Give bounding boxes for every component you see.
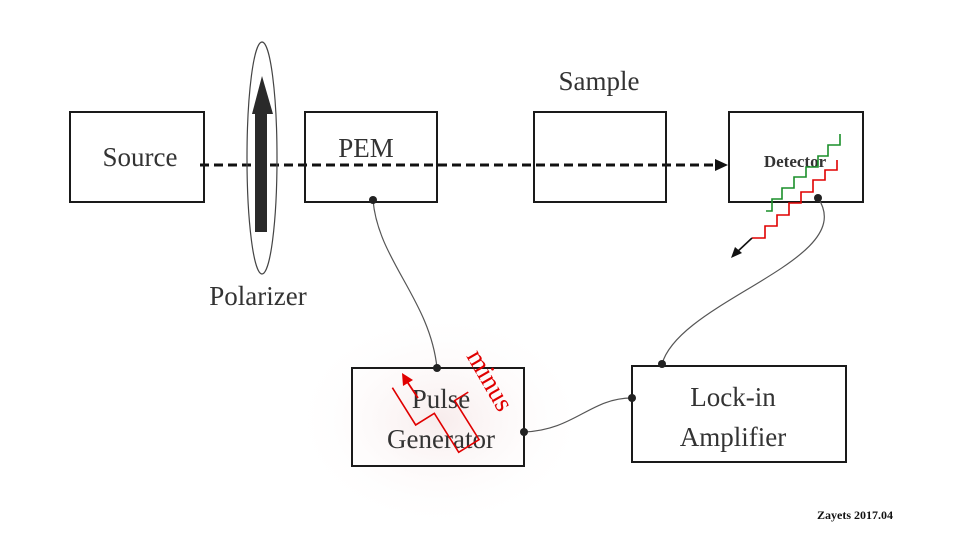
- lockin-amplifier-block[interactable]: Lock-in Amplifier: [631, 365, 847, 463]
- pem-block[interactable]: PEM: [304, 111, 438, 203]
- polarizer[interactable]: Polarizer: [209, 41, 307, 311]
- detector-signal-green: [766, 134, 841, 212]
- pem-label: PEM: [338, 133, 394, 163]
- pulse-generator-waveform: [391, 387, 481, 454]
- sample-block[interactable]: Sample: [533, 66, 667, 203]
- detector-output-arrowhead: [731, 247, 742, 258]
- credit-label: Zayets 2017.04: [817, 508, 893, 522]
- pulse-generator-label-line2: Generator: [387, 424, 495, 454]
- connector-pem: [369, 196, 377, 204]
- detector-signal-red: [752, 160, 838, 239]
- detector-label: Detector: [764, 152, 827, 171]
- connector-lockin-left: [628, 394, 636, 402]
- connector-lockin-top: [658, 360, 666, 368]
- pulse-waveform-red: [391, 387, 481, 454]
- connector-pulse-generator-top: [433, 364, 441, 372]
- wire-detector-to-lockin: [661, 197, 825, 365]
- wire-pulse-generator-to-lockin: [523, 397, 633, 433]
- polarizer-ellipse: [246, 41, 278, 275]
- lockin-label-line1: Lock-in: [690, 382, 776, 412]
- polarization-arrow-shaft: [255, 112, 267, 232]
- detector-block[interactable]: Detector: [728, 111, 864, 203]
- pulse-generator-label-line1: Pulse: [412, 384, 471, 414]
- source-label: Source: [103, 142, 178, 172]
- background-glow: [290, 310, 590, 530]
- wire-pem-to-pulse-generator: [372, 199, 438, 369]
- pulse-generator-block[interactable]: Pulse Generator: [351, 367, 525, 467]
- polarization-arrow-head: [252, 76, 273, 114]
- lockin-label-line2: Amplifier: [680, 422, 786, 452]
- source-block[interactable]: Source: [69, 111, 205, 203]
- sample-label: Sample: [559, 66, 640, 96]
- pulse-arrowhead: [402, 373, 413, 386]
- polarizer-label: Polarizer: [209, 281, 306, 311]
- beam-arrowhead: [715, 159, 728, 171]
- connector-pulse-generator-right: [520, 428, 528, 436]
- connector-detector: [814, 194, 822, 202]
